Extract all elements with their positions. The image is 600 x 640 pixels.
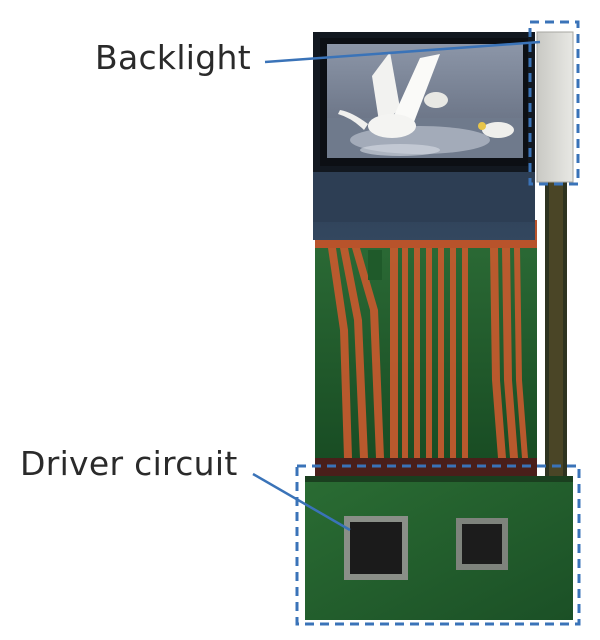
display-panel (313, 32, 535, 240)
backlight-strip (545, 180, 567, 480)
backlight-leader-line (264, 40, 541, 64)
driver-circuit-callout-box (295, 464, 581, 626)
driver-chip-large (344, 516, 408, 580)
screen-image (327, 44, 523, 158)
backlight-callout-box (528, 20, 580, 186)
driver-chip-small (456, 518, 508, 570)
backlight-unit (536, 31, 574, 183)
backlight-label: Backlight (95, 38, 251, 77)
driver-circuit-leader-line (252, 472, 351, 532)
flex-cable (315, 220, 537, 480)
driver-circuit-label: Driver circuit (20, 444, 238, 483)
